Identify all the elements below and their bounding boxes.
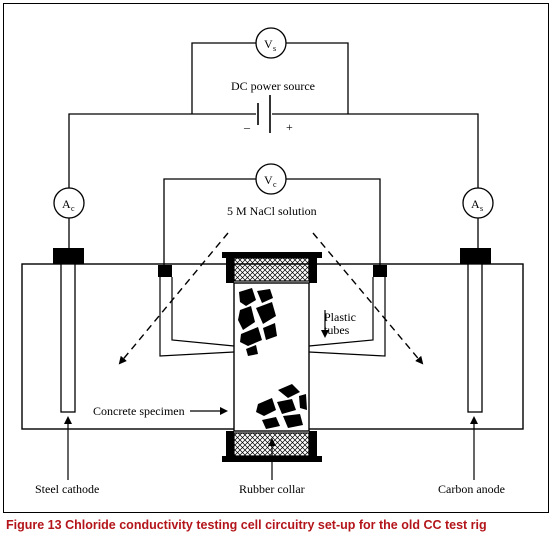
rubber-collar-label: Rubber collar [239, 482, 305, 496]
voltmeter-vs: V s [255, 27, 287, 59]
dc-power-source-label: DC power source [231, 79, 315, 93]
svg-text:A: A [471, 197, 480, 211]
svg-text:A: A [62, 197, 71, 211]
ammeter-ac: A c [53, 187, 85, 219]
supply-circuit-wires [68, 42, 479, 248]
figure-caption: Figure 13 Chloride conductivity testing … [6, 518, 487, 532]
left-plastic-tube [158, 265, 235, 357]
plastic-tubes-label-line1: Plastic [324, 310, 356, 324]
svg-text:s: s [273, 44, 276, 53]
nacl-solution-label: 5 M NaCl solution [227, 204, 317, 218]
concrete-specimen [222, 252, 322, 462]
nacl-dashed-arrows [118, 232, 424, 365]
steel-cathode-electrode [53, 248, 84, 413]
carbon-anode-electrode [460, 248, 491, 413]
figure-number: Figure 13 [6, 518, 62, 532]
carbon-anode-label: Carbon anode [438, 482, 505, 496]
steel-cathode-label: Steel cathode [35, 482, 99, 496]
pointer-arrows [64, 310, 478, 480]
svg-text:s: s [480, 204, 483, 213]
voltmeter-vc: V c [255, 163, 287, 195]
figure-frame [3, 3, 549, 513]
svg-text:c: c [71, 204, 75, 213]
svg-text:V: V [264, 173, 273, 187]
svg-text:c: c [273, 180, 277, 189]
dc-battery-symbol [257, 95, 271, 133]
svg-text:V: V [264, 37, 273, 51]
battery-minus-label: – [243, 120, 251, 134]
ammeter-as: A s [462, 187, 494, 219]
figure-caption-text: Chloride conductivity testing cell circu… [65, 518, 487, 532]
right-plastic-tube [308, 265, 387, 357]
plastic-tubes-label-line2: tubes [324, 323, 350, 337]
concrete-specimen-label: Concrete specimen [93, 404, 185, 418]
battery-plus-label: + [286, 120, 293, 134]
specimen-voltage-wires [163, 178, 381, 265]
